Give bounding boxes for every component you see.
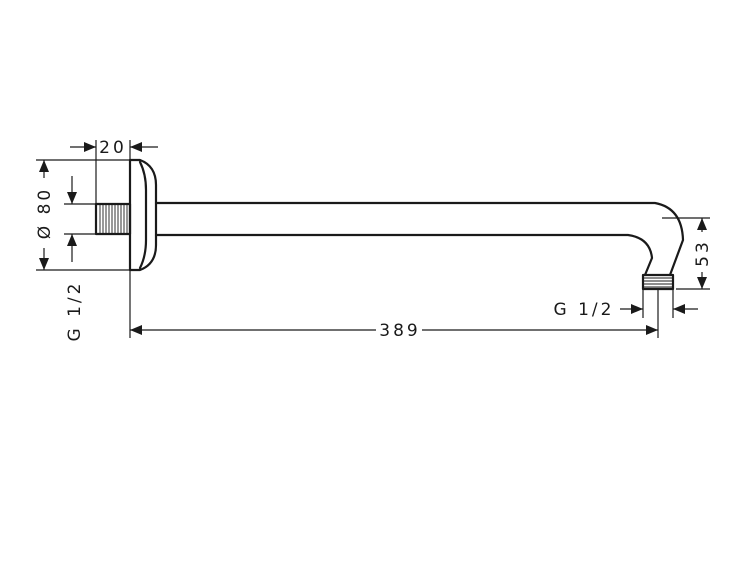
dimension-diameter-label: Ø 80 xyxy=(35,187,55,239)
arm-tube xyxy=(154,201,685,277)
dimension-depth: 20 xyxy=(70,138,158,204)
dimension-inlet-thread-label: G 1/2 xyxy=(65,281,85,342)
inlet-thread-hatching xyxy=(99,204,128,234)
outlet-thread-hatching xyxy=(643,277,673,288)
wall-flange-inner-curve xyxy=(138,160,148,270)
dimension-length-label: 389 xyxy=(379,321,420,341)
dimension-drop-label: 53 xyxy=(693,239,713,267)
dimension-drop: 53 xyxy=(662,217,713,290)
dimension-inlet-thread: G 1/2 xyxy=(64,176,96,341)
dimension-depth-label: 20 xyxy=(99,138,127,158)
inlet-thread-nipple xyxy=(94,202,132,236)
dimension-outlet-thread-label: G 1/2 xyxy=(554,300,615,320)
shower-arm-part xyxy=(94,158,685,291)
arm-tube-lower xyxy=(154,233,654,277)
dimension-length: 389 xyxy=(129,270,659,341)
wall-flange xyxy=(128,158,158,272)
dimension-outlet-thread: G 1/2 xyxy=(554,289,698,320)
dimension-diameter: Ø 80 xyxy=(35,159,130,271)
